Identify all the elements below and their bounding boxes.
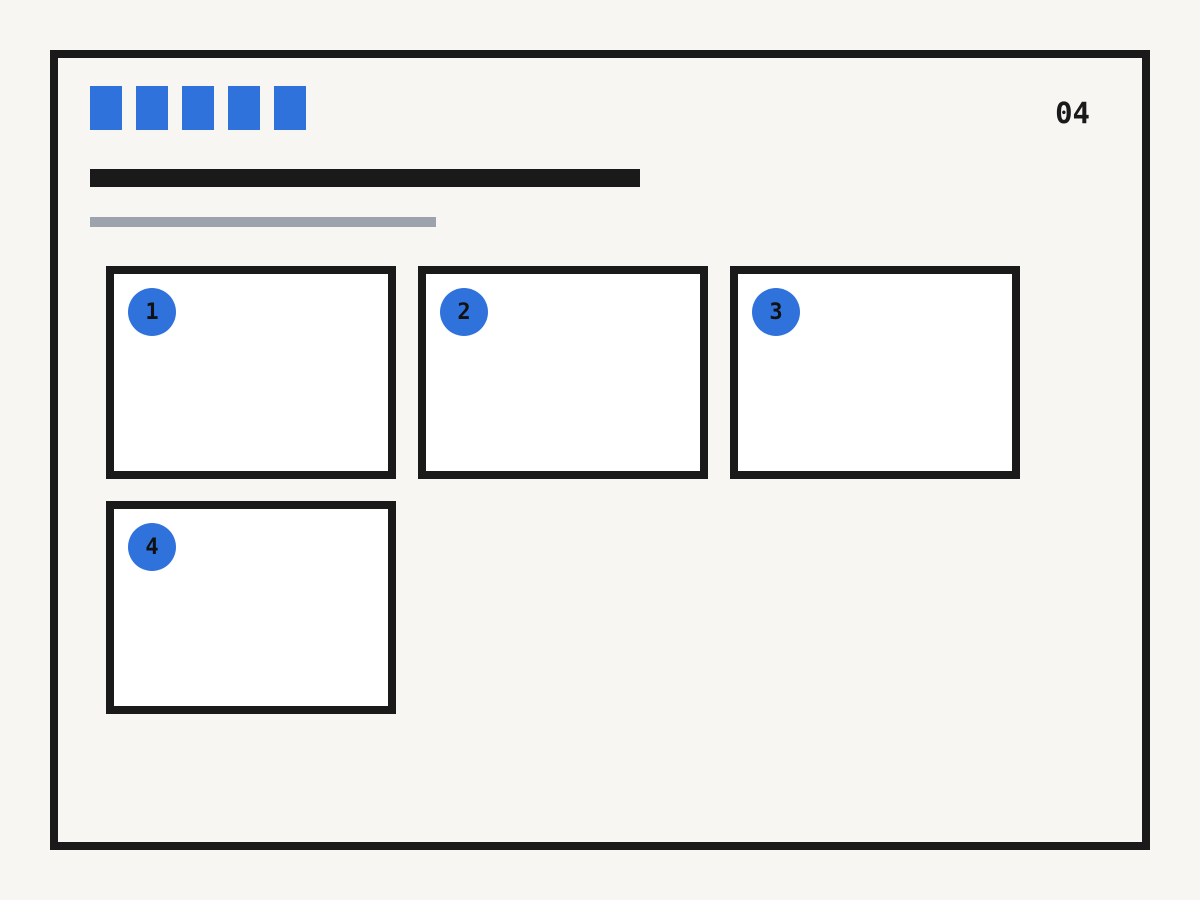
card-2[interactable]: 2 — [418, 266, 708, 479]
card-3[interactable]: 3 — [730, 266, 1020, 479]
card-badge: 2 — [440, 288, 488, 336]
title-placeholder — [90, 169, 640, 187]
progress-indicator — [90, 86, 306, 130]
progress-step-3 — [182, 86, 214, 130]
card-4[interactable]: 4 — [106, 501, 396, 714]
card-1[interactable]: 1 — [106, 266, 396, 479]
card-badge: 3 — [752, 288, 800, 336]
progress-step-1 — [90, 86, 122, 130]
card-badge: 1 — [128, 288, 176, 336]
card-badge: 4 — [128, 523, 176, 571]
progress-step-4 — [228, 86, 260, 130]
subtitle-placeholder — [90, 217, 436, 227]
progress-step-5 — [274, 86, 306, 130]
progress-step-2 — [136, 86, 168, 130]
page-counter: 04 — [1055, 96, 1090, 130]
